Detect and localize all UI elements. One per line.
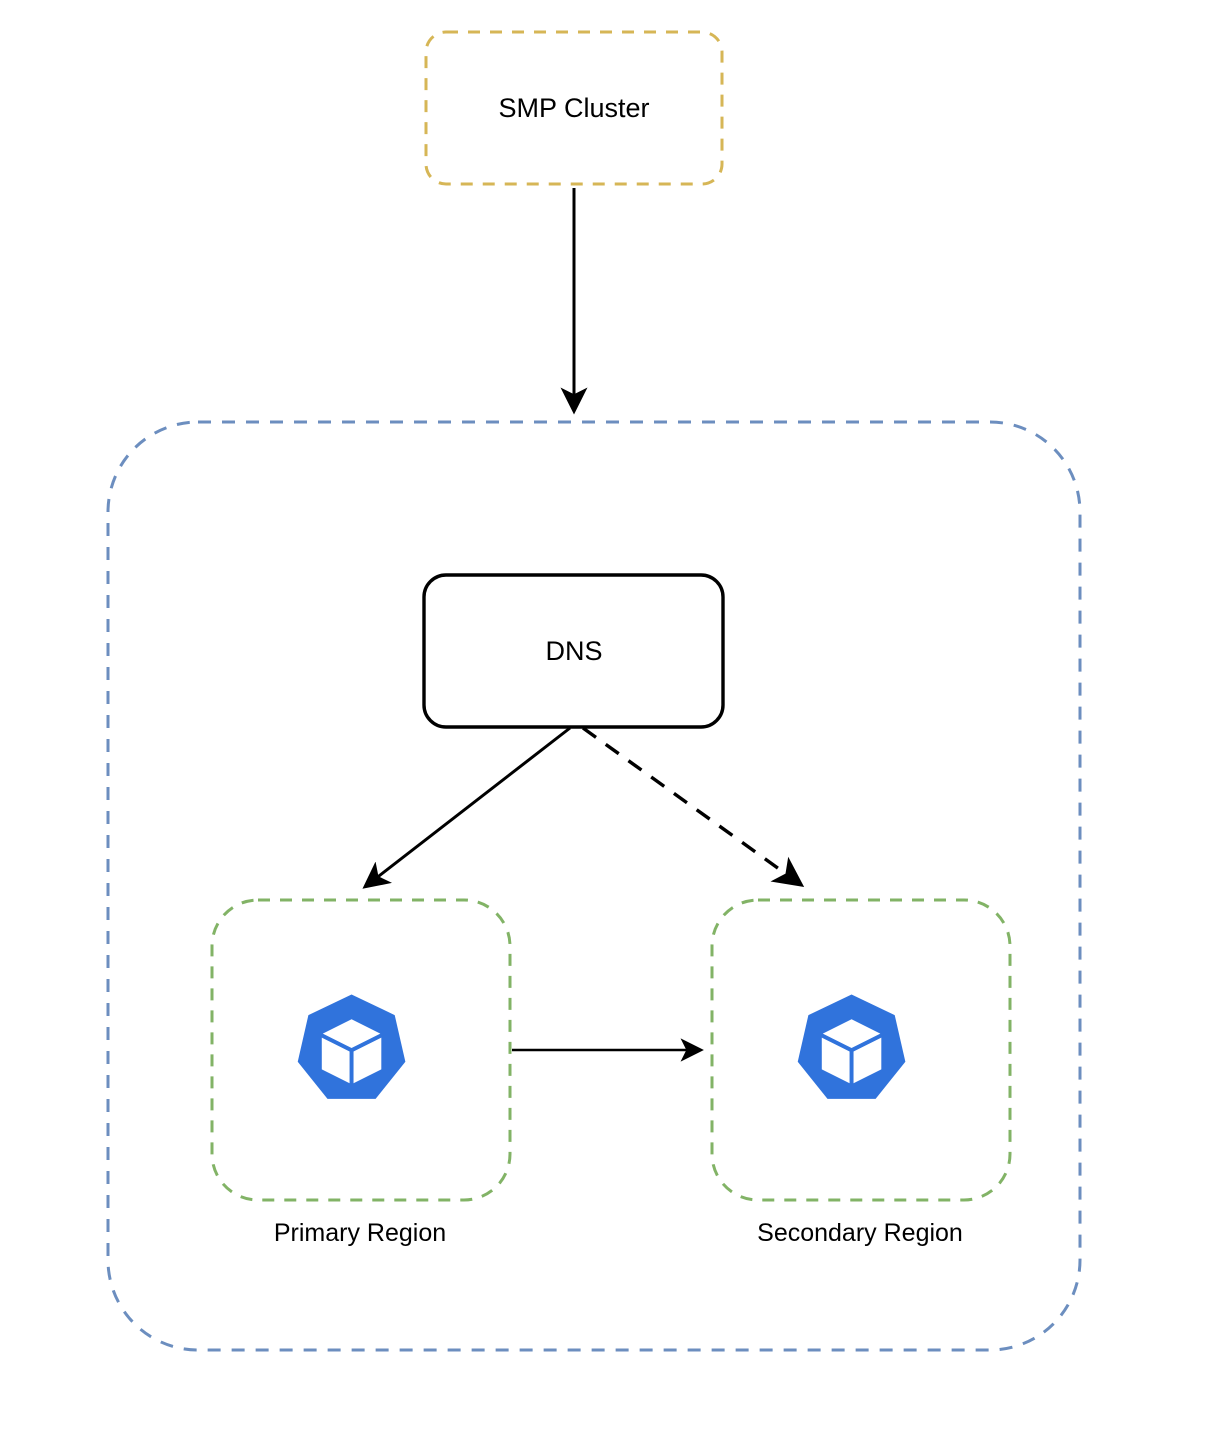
edge-dns-to-secondary[interactable] bbox=[582, 726, 805, 887]
primary-region-label: Primary Region bbox=[273, 1219, 447, 1247]
kubernetes-icon bbox=[297, 994, 406, 1099]
dns-label: DNS bbox=[545, 636, 603, 666]
secondary-region-box[interactable] bbox=[710, 898, 1012, 1202]
secondary-region-label: Secondary Region bbox=[757, 1219, 963, 1247]
kubernetes-icon bbox=[797, 994, 906, 1099]
smp-cluster-label: SMP Cluster bbox=[498, 93, 650, 123]
primary-region-box[interactable] bbox=[210, 898, 512, 1202]
outer-container-box[interactable] bbox=[106, 420, 1082, 1352]
edge-dns-to-primary[interactable] bbox=[362, 726, 571, 889]
